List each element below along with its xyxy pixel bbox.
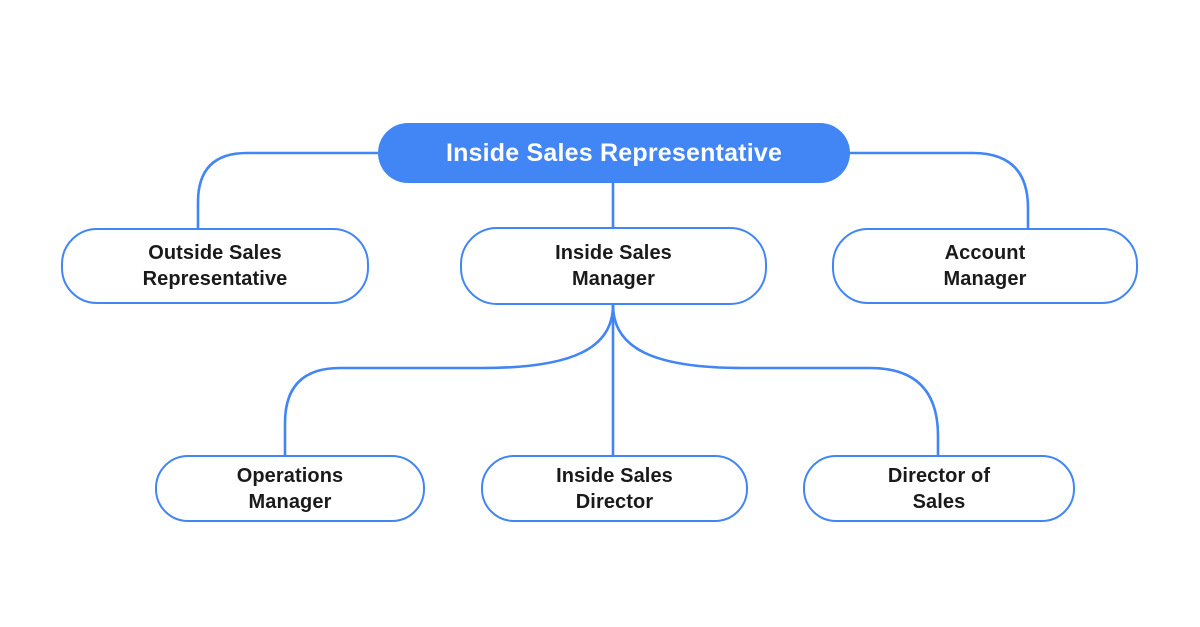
- node-label-line2: Sales: [912, 490, 966, 513]
- edge-manager-to-director-of-sales: [611, 304, 940, 455]
- node-label-line1: Inside Sales: [555, 242, 672, 264]
- edge-root-to-outside-sales-representative: [196, 151, 378, 228]
- node-label-line1: Account: [944, 242, 1026, 264]
- node-outside-sales-representative: Outside Sales Representative: [61, 228, 369, 304]
- node-label-line1: Inside Sales: [556, 464, 673, 487]
- node-label-line1: Outside Sales: [148, 242, 282, 264]
- node-label-line2: Representative: [142, 268, 288, 290]
- node-director-of-sales: Director of Sales: [803, 455, 1075, 522]
- node-label-line2: Director: [575, 490, 654, 513]
- edge-root-to-account-manager: [850, 151, 1030, 228]
- node-label-line2: Manager: [943, 268, 1027, 290]
- node-label-line2: Manager: [248, 490, 332, 513]
- edge-manager-to-operations-manager: [283, 304, 615, 455]
- node-account-manager: Account Manager: [832, 228, 1138, 304]
- node-inside-sales-director: Inside Sales Director: [481, 455, 748, 522]
- node-inside-sales-manager: Inside Sales Manager: [460, 227, 767, 305]
- node-label-line2: Manager: [572, 268, 655, 290]
- node-label: Inside Sales Representative: [445, 139, 783, 167]
- node-label-line1: Director of: [887, 464, 991, 487]
- node-inside-sales-representative: Inside Sales Representative: [378, 123, 850, 183]
- node-operations-manager: Operations Manager: [155, 455, 425, 522]
- node-label-line1: Operations: [236, 464, 344, 487]
